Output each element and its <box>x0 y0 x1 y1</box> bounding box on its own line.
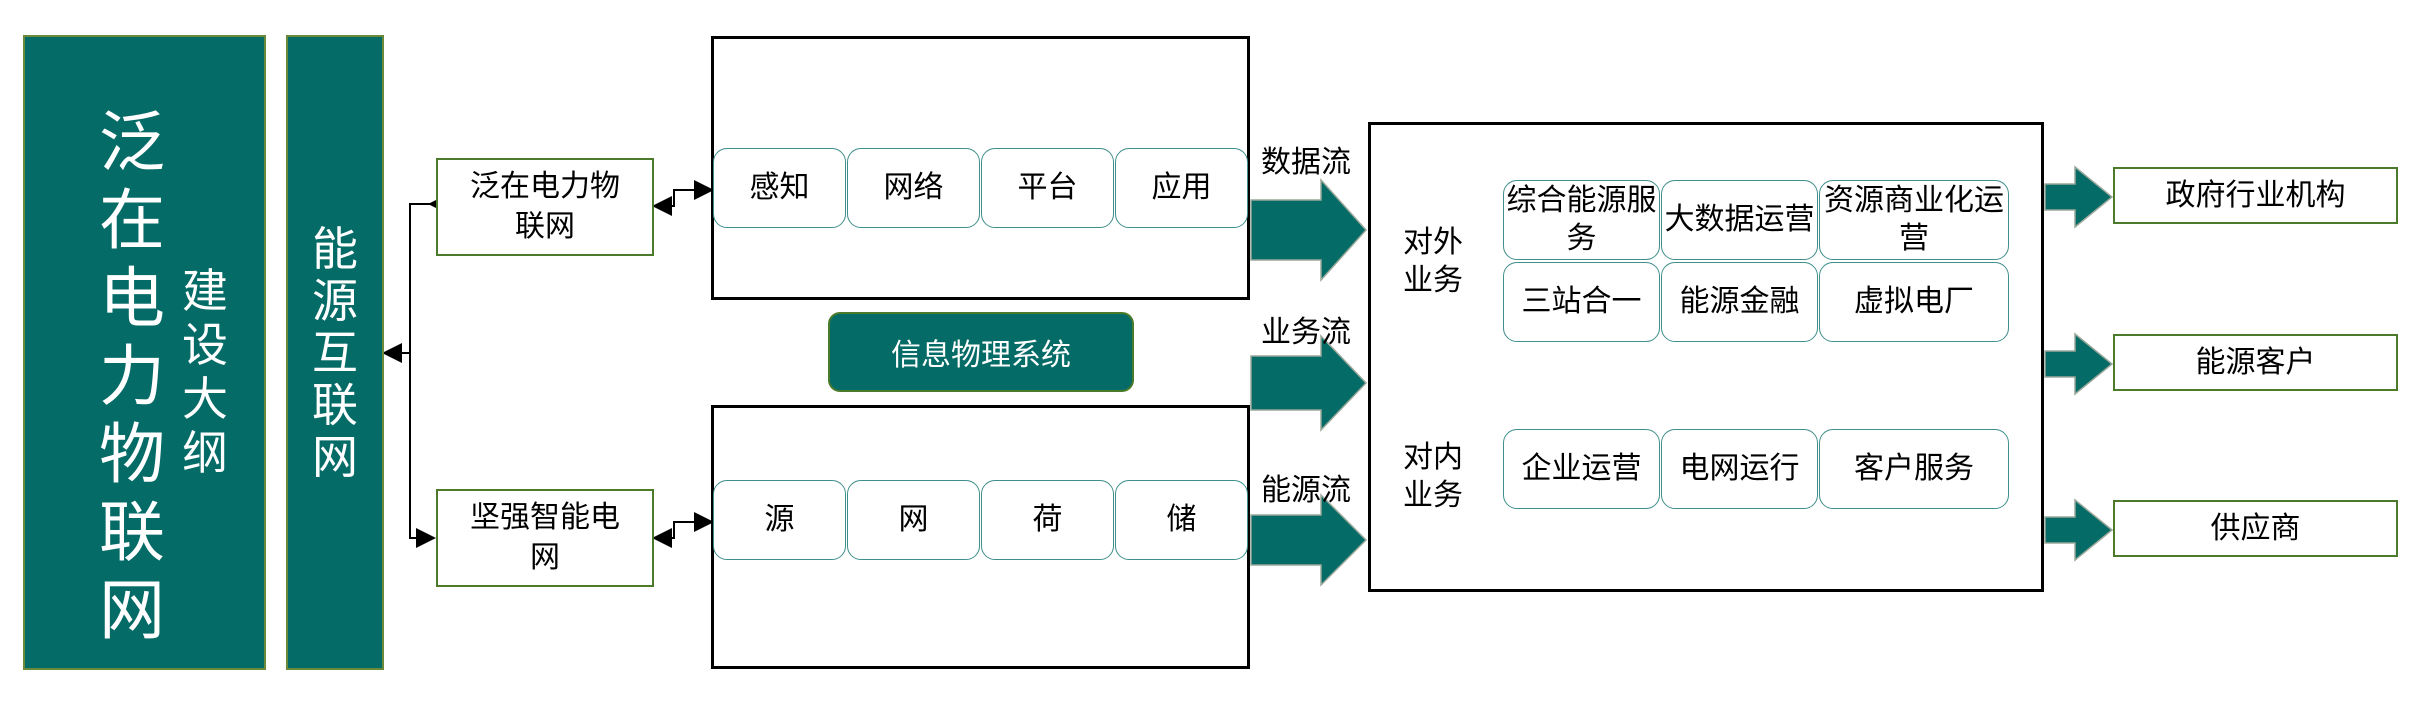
elbow-connector-bottom <box>652 512 714 548</box>
data-flow-label: 数据流 <box>1261 145 1351 180</box>
external-item-big-data: 大数据运营 <box>1661 180 1818 260</box>
page-title: 泛 在 电 力 物 联 网 <box>99 104 165 649</box>
internal-item-customer-service: 客户服务 <box>1819 429 2009 509</box>
info-layer-network: 网络 <box>847 148 980 228</box>
data-flow-arrow <box>1250 178 1368 282</box>
energy-layer-load: 荷 <box>981 480 1114 560</box>
output-arrow-2 <box>2044 332 2114 396</box>
energy-layer-grid: 网 <box>847 480 980 560</box>
external-item-commercialization: 资源商业化运营 <box>1819 180 2009 260</box>
internal-business-label: 对内业务 <box>1403 440 1463 513</box>
external-item-virtual-plant: 虚拟电厂 <box>1819 262 2009 342</box>
external-item-integrated-energy: 综合能源服务 <box>1503 180 1660 260</box>
info-layer-platform: 平台 <box>981 148 1114 228</box>
smart-grid-box: 坚强智能电网 <box>436 489 654 587</box>
page-subtitle: 建 设 大 纲 <box>182 264 228 480</box>
external-item-energy-finance: 能源金融 <box>1661 262 1818 342</box>
energy-layer-source: 源 <box>713 480 846 560</box>
energy-flow-label: 能源流 <box>1261 473 1351 508</box>
energy-layer-storage: 储 <box>1115 480 1248 560</box>
bracket-connector <box>409 194 448 548</box>
target-energy-customers: 能源客户 <box>2113 334 2398 391</box>
energy-flow-arrow <box>1250 493 1368 587</box>
energy-internet-panel: 能 源 互 联 网 <box>286 35 384 670</box>
business-flow-arrow <box>1250 334 1368 432</box>
external-business-label: 对外业务 <box>1403 225 1463 298</box>
target-government: 政府行业机构 <box>2113 167 2398 224</box>
target-suppliers: 供应商 <box>2113 500 2398 557</box>
elbow-connector-top <box>652 180 714 216</box>
internal-item-grid-ops: 电网运行 <box>1661 429 1818 509</box>
output-arrow-3 <box>2044 498 2114 562</box>
output-arrow-1 <box>2044 165 2114 229</box>
ubiquitous-iot-box: 泛在电力物联网 <box>436 158 654 256</box>
info-layer-perception: 感知 <box>713 148 846 228</box>
outline-title-panel: 泛 在 电 力 物 联 网 建 设 大 纲 <box>23 35 266 670</box>
business-flow-label: 业务流 <box>1261 315 1351 350</box>
cps-label: 信息物理系统 <box>828 312 1134 392</box>
internal-item-enterprise-ops: 企业运营 <box>1503 429 1660 509</box>
external-item-three-station: 三站合一 <box>1503 262 1660 342</box>
info-layer-application: 应用 <box>1115 148 1248 228</box>
